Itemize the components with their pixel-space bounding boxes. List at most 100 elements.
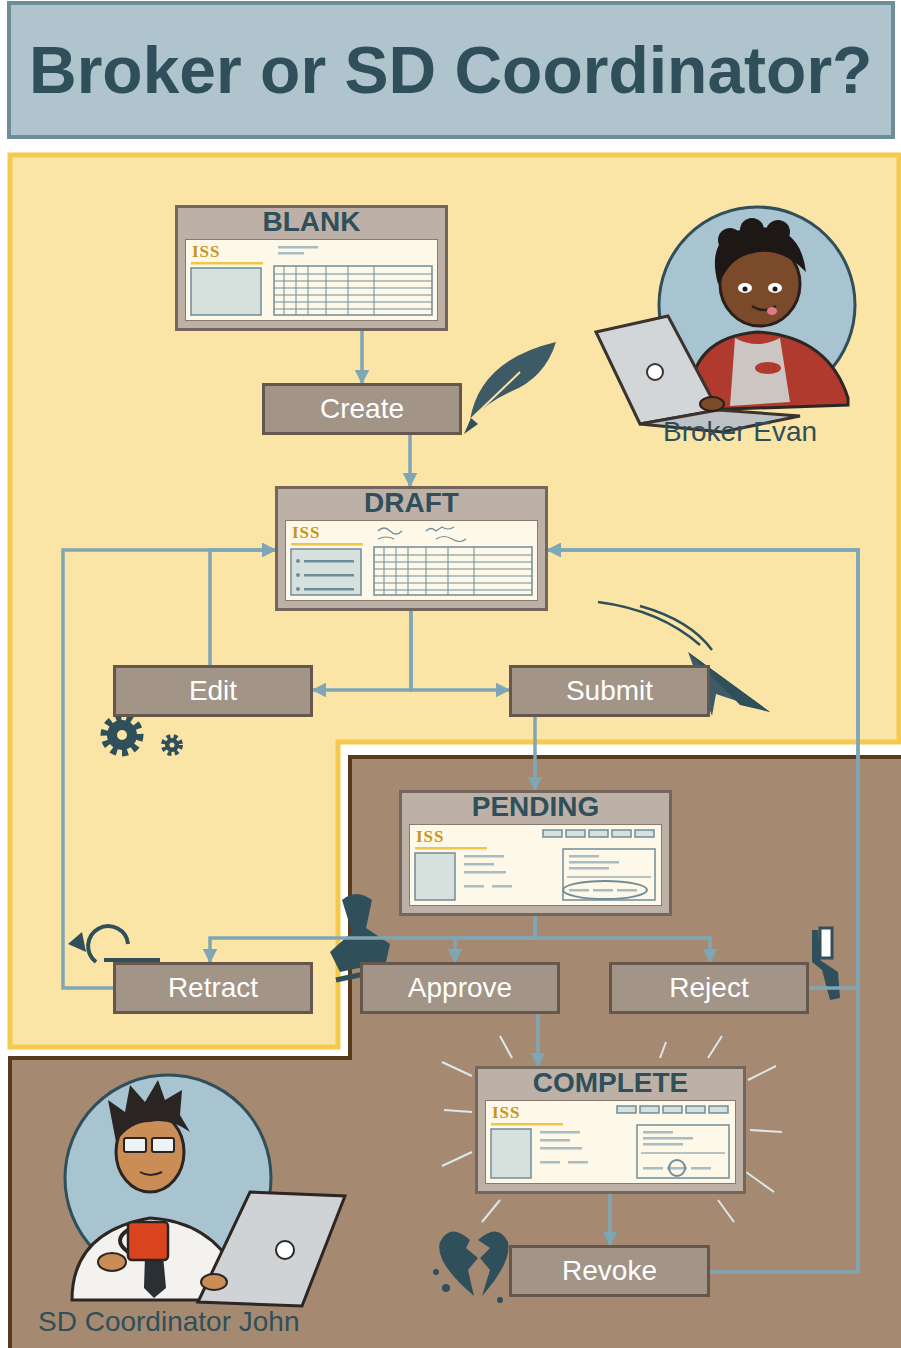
- form-sketch-line: [568, 1161, 588, 1164]
- form-sketch-line: [643, 1137, 693, 1140]
- shine-ray: [444, 1110, 472, 1112]
- form-sketch-line: [374, 266, 375, 315]
- form-sketch-line: [291, 543, 363, 546]
- shine-ray: [660, 1042, 666, 1058]
- form-sketch-line: [284, 266, 285, 315]
- form-sketch-line: [474, 547, 475, 595]
- form-sketch-line: [191, 262, 263, 265]
- step-label: Revoke: [562, 1255, 657, 1287]
- form-sketch-line: [464, 885, 484, 888]
- avatar-glasses: [124, 1138, 146, 1152]
- form-sketch-line: [448, 547, 449, 595]
- form-sketch-line: [374, 569, 532, 570]
- coordinator-region: [10, 757, 901, 1348]
- gear-icon: [165, 738, 179, 752]
- logo-text: ISS: [292, 523, 321, 542]
- form-sketch: [191, 268, 261, 315]
- seal-circle: [669, 1160, 685, 1176]
- form-sketch-line: [274, 309, 432, 310]
- document-heading: PENDING: [402, 793, 669, 821]
- flow-arrow: [313, 611, 411, 690]
- document-heading: BLANK: [178, 208, 445, 236]
- form-sketch-line: [567, 877, 651, 878]
- avatar-glasses: [152, 1138, 174, 1152]
- form-sketch-line: [304, 588, 354, 591]
- form-sketch: [296, 587, 300, 591]
- form-sketch-line: [374, 562, 532, 563]
- avatar-shirt: [690, 332, 848, 410]
- shine-ray: [718, 1200, 734, 1222]
- step-label: Approve: [408, 972, 512, 1004]
- form-sketch: [663, 1106, 682, 1113]
- gear-icon: [105, 718, 139, 752]
- step-label: Reject: [669, 972, 748, 1004]
- form-sketch-line: [348, 266, 349, 315]
- form-sketch-line: [491, 1123, 563, 1126]
- form-sketch: [566, 830, 585, 837]
- form-sketch-line: [274, 274, 432, 275]
- form-sketch: [709, 1106, 728, 1113]
- avatar-eye: [768, 283, 782, 293]
- avatar-pupil: [743, 287, 748, 292]
- form-sketch-line: [304, 560, 354, 563]
- form-sketch-line: [278, 252, 304, 255]
- step-label: Edit: [189, 675, 237, 707]
- form-sketch: [274, 266, 432, 315]
- motion-line: [640, 606, 712, 650]
- form-sketch-line: [415, 847, 487, 850]
- laptop-screen: [596, 316, 718, 424]
- broken-heart-icon: [433, 1269, 439, 1275]
- form-sketch: [637, 1125, 729, 1178]
- avatar-stain: [755, 362, 781, 374]
- form-sketch: [291, 549, 361, 595]
- form-sketch: [617, 1106, 636, 1113]
- broken-heart-icon: [442, 1284, 450, 1292]
- form-sketch-line: [408, 547, 409, 595]
- process-box: Retract: [113, 962, 313, 1014]
- flow-arrow: [408, 435, 412, 486]
- gear-icon: [107, 720, 137, 750]
- form-sketch-line: [296, 266, 297, 315]
- form-sketch-line: [278, 246, 318, 249]
- form-sketch-line: [374, 555, 532, 556]
- form-sketch: [186, 240, 437, 320]
- document-card: DRAFTISS: [275, 486, 548, 611]
- avatar-hair: [740, 218, 764, 242]
- stamp-icon: [330, 894, 390, 972]
- quill-icon: [470, 372, 520, 420]
- shine-ray: [442, 1062, 472, 1076]
- coffee-mug: [128, 1222, 168, 1260]
- form-sketch-line: [396, 547, 397, 595]
- broken-heart-icon: [497, 1297, 503, 1303]
- form-sketch-line: [464, 863, 494, 866]
- flow-arrow: [63, 550, 275, 988]
- process-box: Edit: [113, 665, 313, 717]
- shine-ray: [500, 1036, 512, 1058]
- form-sketch: [415, 853, 455, 900]
- gear-icon: [170, 743, 175, 748]
- retract-icon: [68, 932, 86, 952]
- form-sketch-line: [304, 574, 354, 577]
- form-sketch-line: [274, 288, 432, 289]
- form-sketch-line: [540, 1147, 582, 1150]
- flow-arrow: [548, 550, 858, 988]
- shine-ray: [746, 1172, 774, 1192]
- form-sketch: [543, 830, 562, 837]
- quill-icon: [470, 342, 556, 420]
- form-sketch: [686, 1106, 705, 1113]
- flow-arrow: [533, 717, 537, 790]
- form-sketch: [563, 849, 655, 900]
- form-sketch: [589, 830, 608, 837]
- form-sketch-line: [540, 1161, 560, 1164]
- form-sketch-line: [326, 266, 327, 315]
- shine-ray: [708, 1036, 722, 1058]
- avatar-tongue: [767, 307, 777, 315]
- shine-rays: [442, 1036, 782, 1222]
- avatar-mouth: [140, 1172, 162, 1175]
- document-card: COMPLETEISS: [475, 1066, 746, 1194]
- form-sketch-line: [274, 281, 432, 282]
- flow-arrow: [455, 916, 535, 962]
- avatar-undershirt: [730, 338, 790, 406]
